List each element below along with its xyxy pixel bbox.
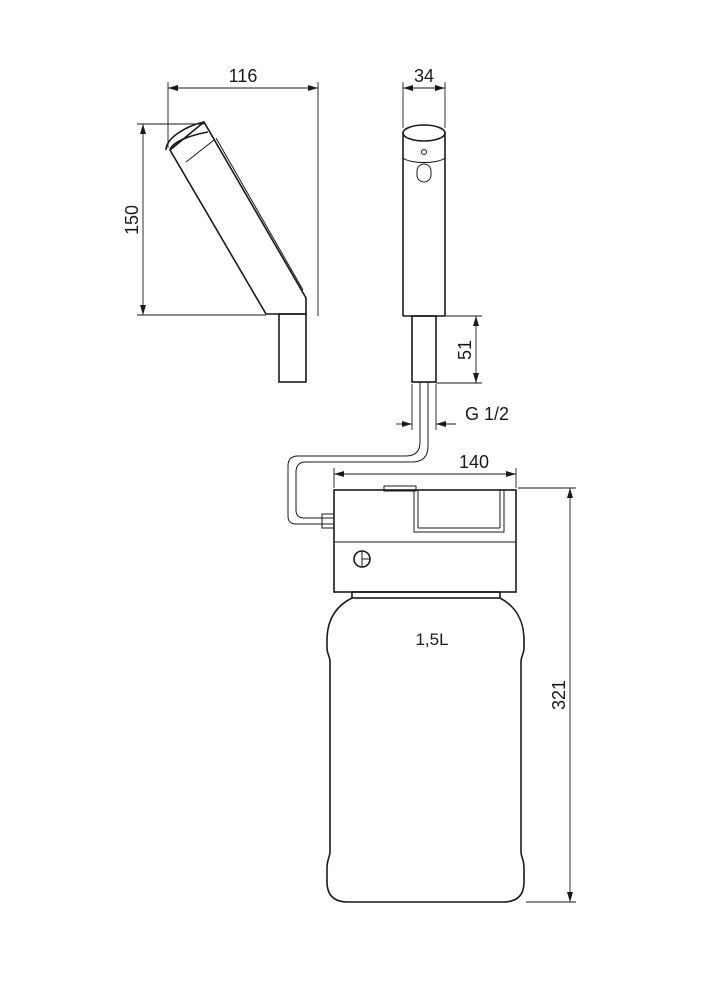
bottle	[326, 591, 525, 903]
dim-box-width	[333, 468, 517, 488]
dim-front-width	[402, 82, 446, 128]
dim-box-width-label: 140	[459, 452, 489, 472]
control-box	[333, 485, 517, 593]
supply-hose	[287, 382, 429, 529]
dim-front-width-label: 34	[414, 66, 434, 86]
dim-side-height-label: 150	[122, 205, 142, 235]
dim-thread	[396, 384, 456, 430]
dim-total-height-label: 321	[549, 680, 569, 710]
spout-side-view	[165, 120, 307, 383]
dim-shank-length	[436, 315, 482, 384]
dim-shank-length-label: 51	[455, 340, 475, 360]
spout-front-view	[402, 124, 446, 383]
dim-total-height	[518, 487, 576, 903]
dim-side-width-label: 116	[229, 66, 258, 86]
dim-thread-label: G 1/2	[465, 404, 509, 424]
bottle-capacity-label: 1,5L	[415, 630, 448, 649]
screw-icon	[353, 550, 371, 568]
dim-side-width	[167, 82, 319, 316]
dim-side-height	[137, 123, 266, 316]
